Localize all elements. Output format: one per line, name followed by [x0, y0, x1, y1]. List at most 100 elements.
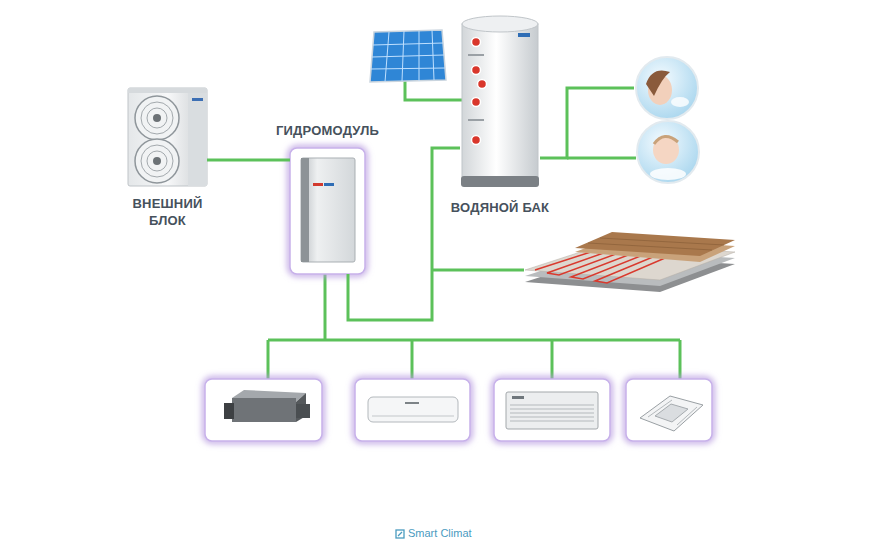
water-tank: ВОДЯНОЙ БАК: [460, 15, 540, 188]
outdoor-unit-picture: [153, 157, 161, 165]
watermark: Smart Climat: [408, 527, 472, 539]
indoor-unit-frame: [205, 379, 712, 441]
water-tank-picture: [518, 33, 530, 37]
indoor-unit-frame: [494, 379, 610, 441]
solar-panel: [371, 30, 445, 82]
duct-unit: [224, 390, 310, 422]
indoor-unit-frame: [205, 379, 322, 441]
indoor-unit-frame: [626, 379, 712, 441]
console-unit: [512, 396, 524, 399]
outdoor-unit-picture: [147, 151, 167, 171]
water-tank-picture: [462, 16, 538, 32]
pipe-wire: [551, 340, 554, 379]
hydro-module-picture: [324, 183, 334, 186]
solar-panel: [372, 55, 444, 57]
water-tank-picture: [472, 66, 481, 75]
pipe-wire: [567, 157, 636, 160]
floor-heating: [525, 232, 735, 292]
duct-unit: [232, 398, 296, 422]
cassette-unit: [677, 407, 697, 425]
cassette-unit: [648, 400, 672, 417]
hydro-module: ГИДРОМОДУЛЬ: [290, 148, 365, 274]
water-tank-picture: [468, 54, 484, 56]
wall-split-unit: [368, 397, 458, 422]
outdoor-unit-picture: [147, 108, 167, 128]
water-tank-picture: [472, 136, 481, 145]
wall-split-unit: [372, 416, 454, 417]
node-label: ВОДЯНОЙ БАК: [451, 200, 549, 217]
outdoor-unit-picture: [141, 145, 173, 177]
watermark-icon: [396, 530, 404, 538]
cassette-unit: [640, 396, 703, 431]
hydro-module-picture: [290, 148, 365, 274]
pipe-connector: [207, 159, 290, 162]
outdoor-unit-picture: [192, 98, 203, 101]
indoor-unit-frame: [626, 379, 712, 441]
indoor-unit-frame: [355, 379, 470, 441]
water-tank-picture: [461, 16, 539, 187]
water-tank-picture: [468, 119, 484, 121]
outdoor-unit-picture: [128, 88, 207, 186]
water-tank-picture: [478, 80, 487, 89]
watermark-icon: [398, 532, 402, 536]
node-label: ГИДРОМОДУЛЬ: [276, 123, 379, 140]
hot-water-user: [650, 168, 686, 180]
hydro-module-picture: [313, 183, 323, 186]
water-tank-picture: [472, 98, 481, 107]
indoor-unit-frame: [205, 379, 712, 441]
hydro-module-picture: [301, 158, 355, 262]
node-label: ВНЕШНИЙ БЛОК: [120, 196, 216, 230]
outdoor-unit-picture: [188, 93, 207, 186]
pipe-wire: [432, 269, 524, 272]
duct-unit: [296, 404, 310, 418]
floor-heating: [588, 243, 712, 250]
solar-panel: [370, 30, 446, 82]
console-unit: [510, 413, 594, 414]
indoor-unit-frame: [205, 379, 322, 441]
solar-panel: [373, 43, 443, 45]
hydro-module-picture: [290, 148, 365, 274]
pipe-wire: [411, 340, 414, 379]
water-tank-picture: [462, 24, 538, 180]
pipe-wire: [324, 274, 327, 340]
console-unit: [510, 405, 594, 421]
outdoor-unit-picture: [135, 96, 179, 140]
hot-water-user: [646, 71, 670, 97]
outdoor-unit-picture: [135, 139, 179, 183]
hot-water-user: [637, 121, 699, 183]
pipe-wire: [268, 339, 680, 342]
hot-water-user: [671, 97, 689, 107]
indoor-unit-frame: [355, 379, 470, 441]
floor-heating: [575, 232, 735, 256]
hydro-module-picture: [290, 148, 365, 274]
indoor-unit-frame: [494, 379, 610, 441]
wall-split-unit: [368, 397, 458, 422]
hot-water-user: [636, 57, 699, 183]
outdoor-unit: ВНЕШНИЙ БЛОК: [128, 88, 207, 186]
console-unit: [506, 392, 598, 429]
console-unit: [510, 409, 594, 410]
console-unit: [510, 421, 594, 422]
outdoor-unit-picture: [141, 102, 173, 134]
pipe-wire: [540, 88, 634, 158]
duct-unit: [224, 403, 234, 419]
wall-split-unit: [405, 402, 419, 404]
cassette-unit: [640, 396, 703, 431]
console-unit: [510, 405, 594, 406]
hydro-module-picture: [301, 158, 309, 262]
outdoor-unit-picture: [153, 114, 161, 122]
outdoor-unit-picture: [128, 88, 207, 186]
floor-heating: [600, 238, 724, 245]
console-unit: [510, 417, 594, 418]
console-unit: [506, 392, 598, 429]
pipe-wire: [679, 340, 682, 379]
watermark-icon: [396, 530, 404, 538]
pipe-wire: [267, 340, 270, 379]
water-tank-picture: [461, 176, 539, 187]
solar-panel: [371, 68, 445, 69]
solar-panel: [370, 30, 446, 82]
hot-water-user: [636, 57, 698, 119]
